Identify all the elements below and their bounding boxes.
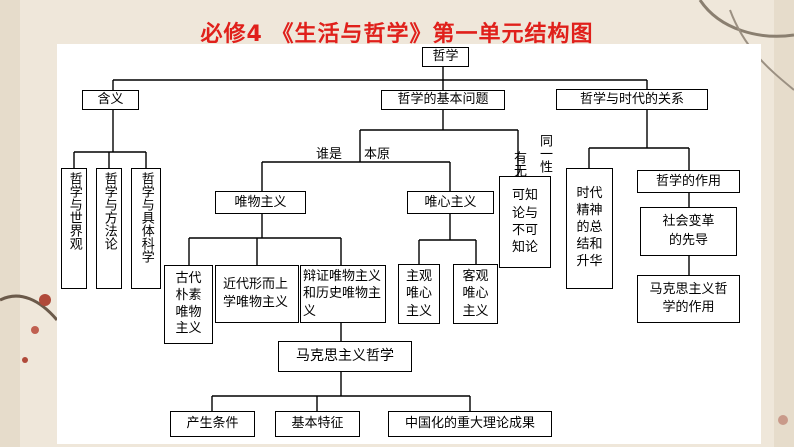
node-era-essence: 时代精神的总结和升华 bbox=[566, 168, 613, 289]
node-dialectical-materialism: 辩证唯物主义和历史唯物主义 bbox=[300, 265, 386, 323]
label-have-none: 有无 bbox=[511, 151, 526, 177]
node-marxist-role: 马克思主义哲学的作用 bbox=[637, 275, 740, 323]
node-social-change: 社会变革的先导 bbox=[640, 207, 737, 256]
node-era-essence-text: 时代精神的总结和升华 bbox=[576, 186, 603, 269]
node-philosophy-role: 哲学的作用 bbox=[637, 170, 740, 193]
node-features: 基本特征 bbox=[275, 411, 360, 437]
node-methodology: 哲学与方法论 bbox=[96, 168, 122, 289]
node-materialism: 唯物主义 bbox=[215, 191, 306, 214]
node-social-change-text: 社会变革的先导 bbox=[662, 214, 715, 248]
node-modern-text: 近代形而上学唯物主义 bbox=[223, 277, 289, 310]
node-specific-science: 哲学与具体科学 bbox=[131, 168, 161, 289]
node-subjective-text: 主观唯心主义 bbox=[405, 268, 432, 319]
node-dialectical-text: 辩证唯物主义和历史唯物主义 bbox=[303, 268, 382, 319]
node-sinicization: 中国化的重大理论成果 bbox=[388, 411, 552, 437]
page-title: 必修4 《生活与哲学》第一单元结构图 bbox=[200, 22, 594, 47]
node-objective-text: 客观唯心主义 bbox=[462, 268, 489, 319]
label-identity: 同一性 bbox=[537, 134, 552, 173]
node-philosophy: 哲学 bbox=[422, 47, 469, 67]
node-meaning: 含义 bbox=[82, 90, 139, 110]
node-modern-materialism: 近代形而上学唯物主义 bbox=[215, 265, 299, 323]
node-world-view: 哲学与世界观 bbox=[61, 168, 87, 289]
node-marxist-role-text: 马克思主义哲学的作用 bbox=[649, 281, 728, 315]
node-ancient-materialism: 古代朴素唯物主义 bbox=[164, 265, 213, 344]
node-basic-question: 哲学的基本问题 bbox=[381, 90, 505, 110]
node-knowable: 可知论与不可知论 bbox=[499, 176, 551, 268]
node-era-relation: 哲学与时代的关系 bbox=[556, 89, 708, 110]
node-objective-idealism: 客观唯心主义 bbox=[453, 264, 498, 324]
node-marxist-philosophy: 马克思主义哲学 bbox=[278, 341, 412, 372]
label-origin: 本原 bbox=[364, 147, 391, 162]
node-conditions: 产生条件 bbox=[170, 411, 255, 437]
node-knowable-text: 可知论与不可知论 bbox=[511, 188, 538, 256]
label-who-is: 谁是 bbox=[316, 147, 343, 162]
node-ancient-text: 古代朴素唯物主义 bbox=[175, 270, 202, 337]
node-subjective-idealism: 主观唯心主义 bbox=[398, 264, 440, 324]
node-idealism: 唯心主义 bbox=[407, 191, 494, 214]
